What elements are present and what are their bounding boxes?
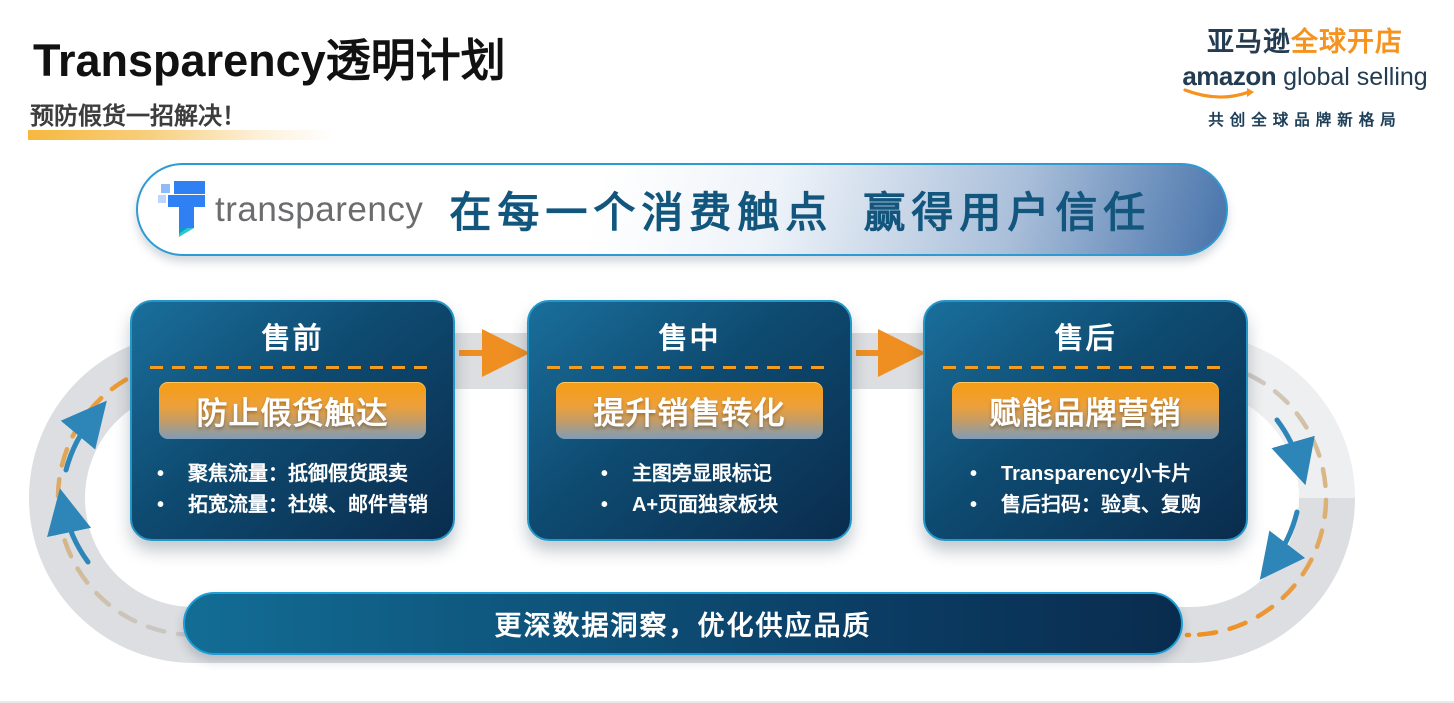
slogan-part2: 赢得用户信任 [863,189,1152,236]
dashed-line-right [1186,358,1329,638]
bullet-item: A+页面独家板块 [601,490,778,521]
amazon-global-selling-logo: 亚马逊全球开店 amazon global selling 共创全球品牌新格局 [1182,20,1428,130]
highlight-text: 提升销售转化 [593,396,786,431]
global-selling-text: global selling [1283,63,1428,91]
cycle-arrow-right-upper-icon [1271,417,1315,486]
transparency-wordmark: transparency [215,189,424,229]
transparency-logo-icon [158,180,205,237]
brand-line2: amazon global selling [1182,61,1428,99]
card-presale: 售前 防止假货触达 聚焦流量：抵御假货跟卖 拓宽流量：社媒、邮件营销 [130,300,455,541]
cycle-arrow-left-upper-icon [60,400,107,473]
stage-title: 售前 [261,323,324,355]
bullet-text: 拓宽流量：社媒、邮件营销 [188,494,428,516]
bullet-item: 售后扫码：验真、复购 [970,490,1201,521]
stage-divider [943,366,1228,369]
card-midsale: 售中 提升销售转化 主图旁显眼标记 A+页面独家板块 [527,300,852,541]
highlight-box: 防止假货触达 [159,382,426,439]
accent-underline [28,130,334,140]
slogan: 在每一个消费触点 赢得用户信任 [449,179,1151,240]
bullet-text: A+页面独家板块 [631,494,779,516]
bullet-text: 售后扫码：验真、复购 [1001,494,1201,516]
bullet-text: 聚焦流量：抵御假货跟卖 [188,463,408,485]
brand-tagline: 共创全球品牌新格局 [1208,112,1402,129]
card-aftersale: 售后 赋能品牌营销 Transparency小卡片 售后扫码：验真、复购 [923,300,1248,541]
brand-line1: 亚马逊全球开店 [1190,20,1420,59]
highlight-text: 防止假货触达 [196,396,389,431]
data-insight-text: 更深数据洞察，优化供应品质 [494,611,872,641]
bullet-item: 主图旁显眼标记 [601,459,778,490]
amazon-wordmark-text: amazon [1182,61,1277,91]
cycle-arrow-left-lower-icon [47,488,92,565]
page-title: Transparency透明计划 [33,35,506,86]
highlight-box: 赋能品牌营销 [952,382,1219,439]
bullet-item: Transparency小卡片 [970,459,1201,490]
highlight-box: 提升销售转化 [556,382,823,439]
bullet-item: 聚焦流量：抵御假货跟卖 [157,459,428,490]
bullet-list: 主图旁显眼标记 A+页面独家板块 [601,459,778,521]
page-subtitle: 预防假货一招解决！ [30,103,246,130]
amazon-wordmark: amazon [1182,61,1277,99]
brand-cn-navy: 亚马逊 [1207,27,1291,57]
stage-divider [150,366,435,369]
bullet-item: 拓宽流量：社媒、邮件营销 [157,490,428,521]
amazon-smile-icon [1183,88,1255,99]
data-insight-banner: 更深数据洞察，优化供应品质 [183,592,1183,655]
stage-title: 售后 [1054,323,1117,355]
slogan-banner: transparency 在每一个消费触点 赢得用户信任 [136,163,1228,256]
stage-title: 售中 [658,323,721,355]
stage-divider [547,366,832,369]
bullet-text: 主图旁显眼标记 [631,463,772,485]
cycle-arrow-right-lower-icon [1259,509,1306,580]
highlight-text: 赋能品牌营销 [989,396,1182,431]
brand-cn-orange: 全球开店 [1291,27,1403,57]
bullet-text: Transparency小卡片 [1001,463,1192,485]
slogan-part1: 在每一个消费触点 [449,189,834,236]
bullet-list: 聚焦流量：抵御假货跟卖 拓宽流量：社媒、邮件营销 [157,459,428,521]
bullet-list: Transparency小卡片 售后扫码：验真、复购 [970,459,1201,521]
